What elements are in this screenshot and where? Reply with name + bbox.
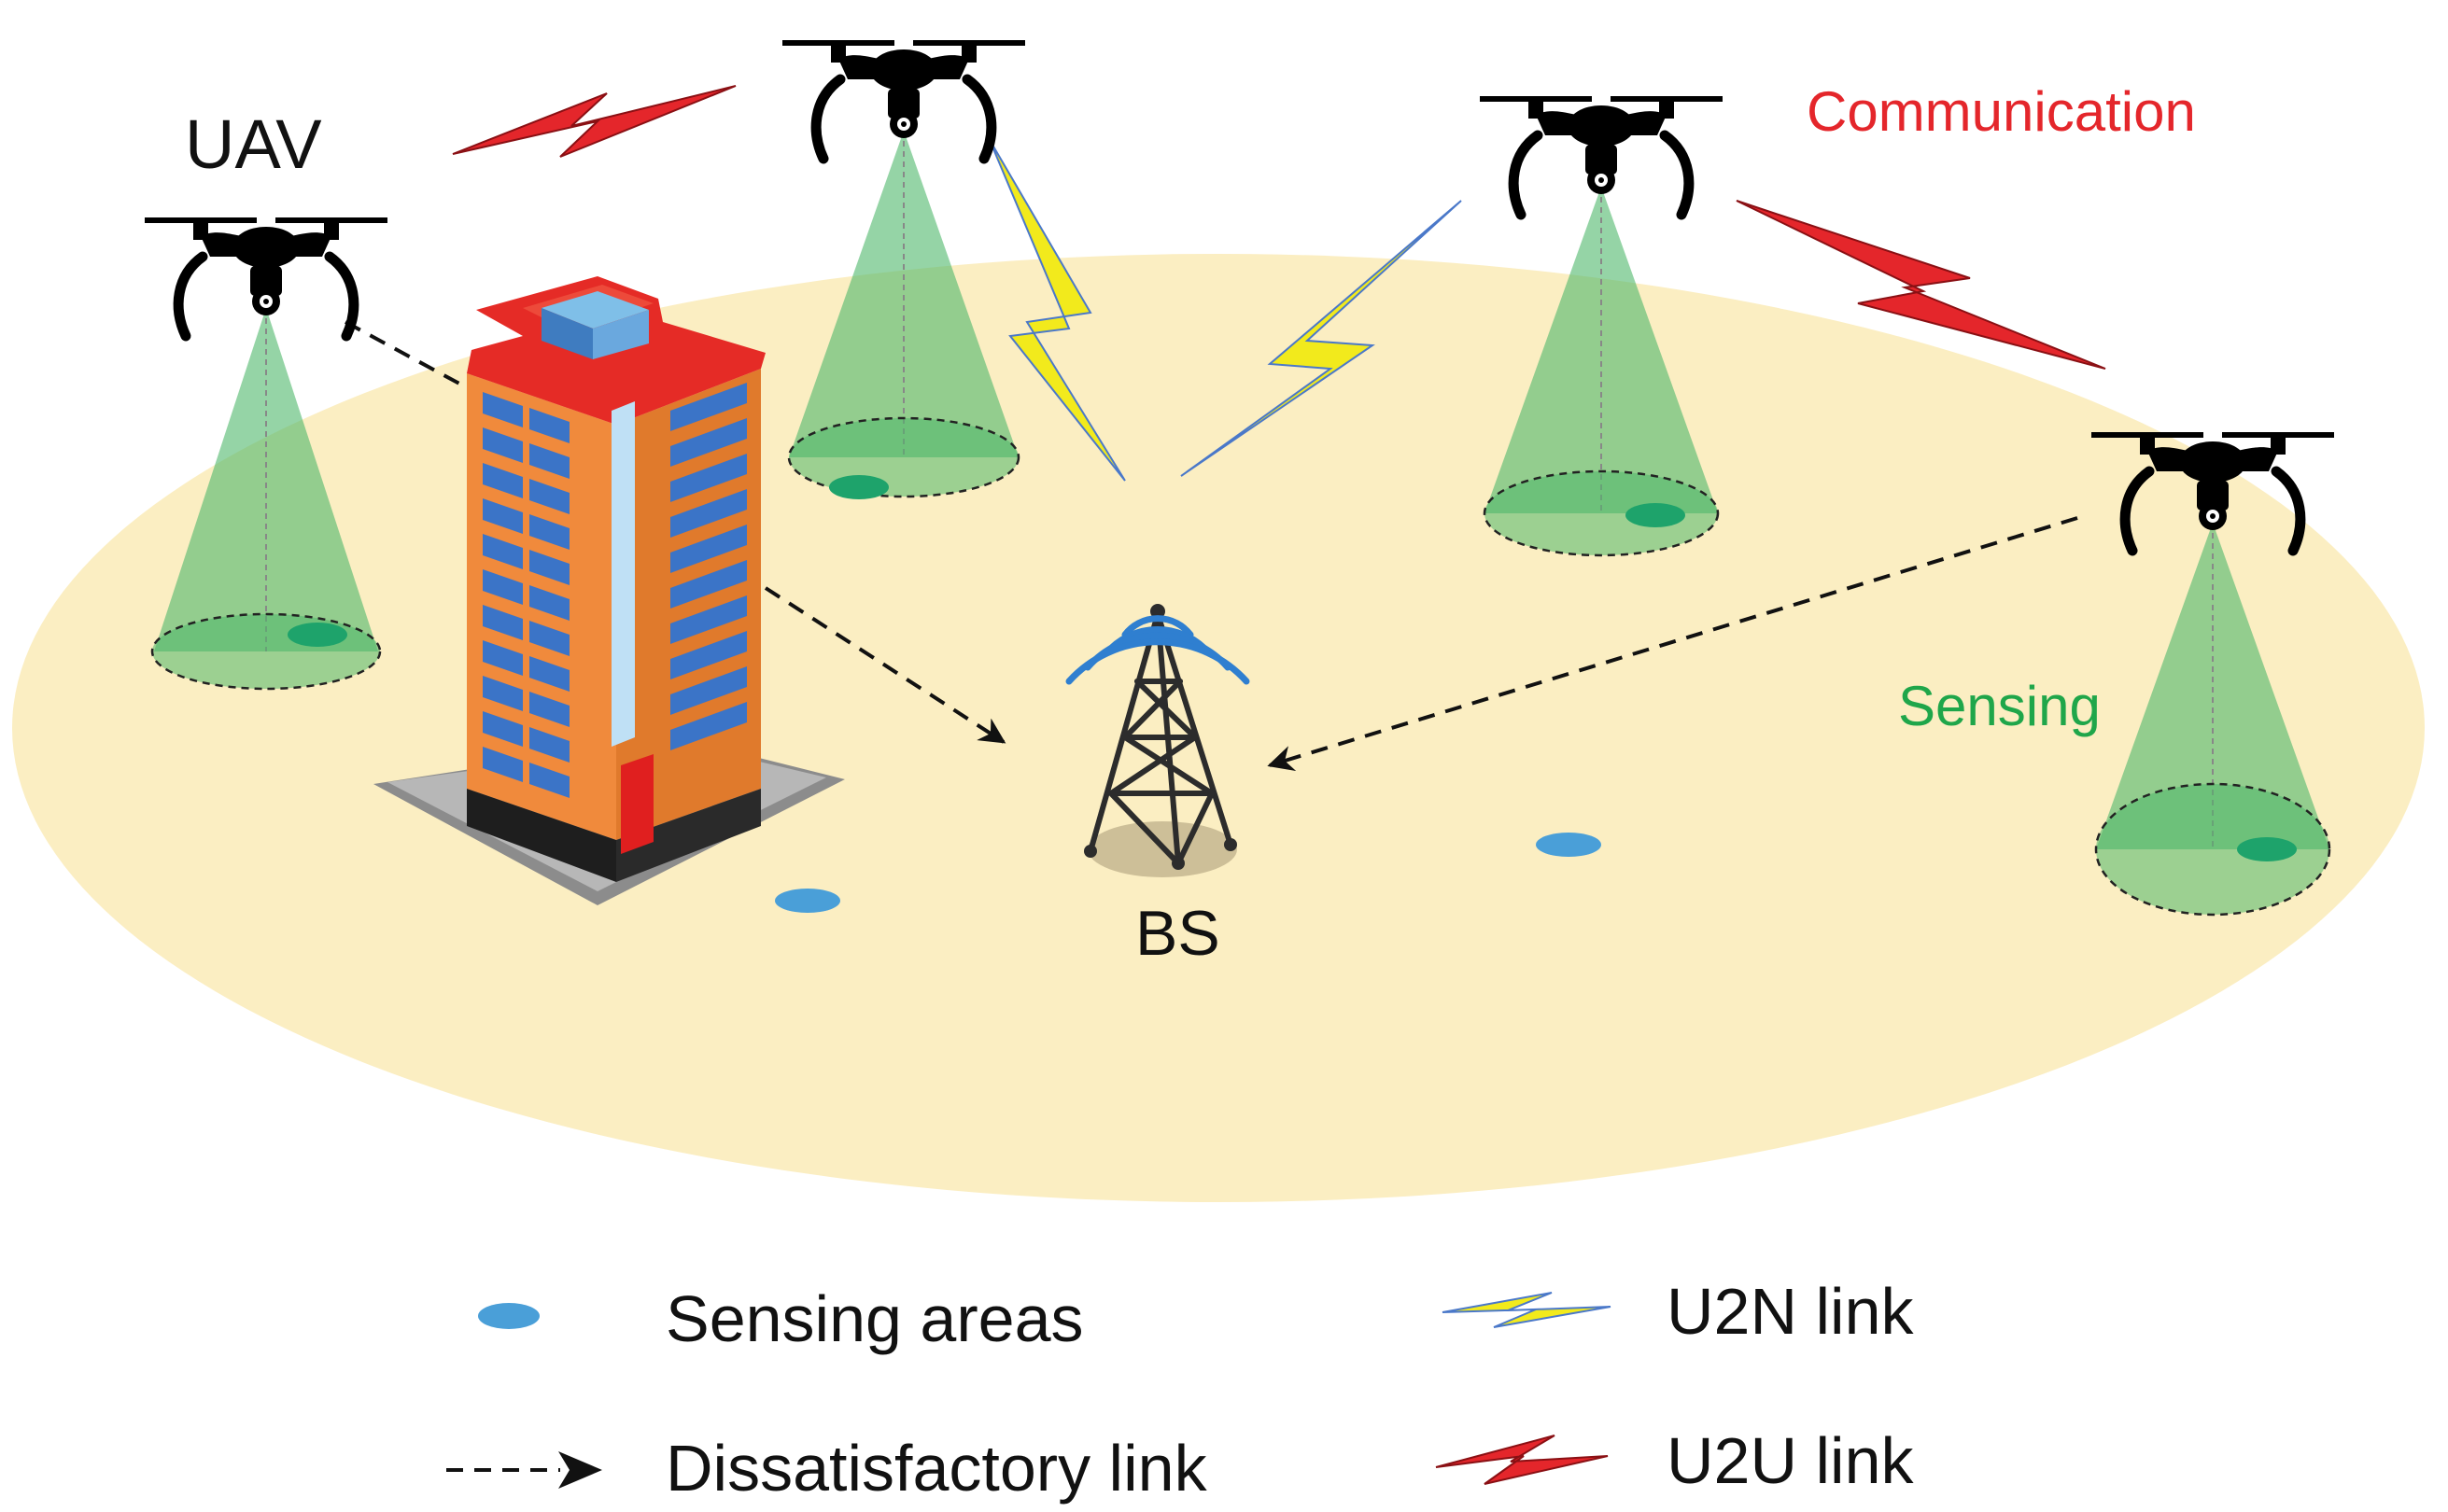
- sensing-beam: [1483, 187, 1720, 557]
- legend-u2u-link-label: U2U link: [1667, 1424, 1914, 1497]
- legend-u2n-link-label: U2N link: [1667, 1275, 1914, 1348]
- uav-label: UAV: [185, 105, 322, 183]
- legend-u2u-link-icon: [1435, 1435, 1609, 1485]
- bs-label: BS: [1135, 898, 1220, 969]
- dissatisfactory-link: [764, 586, 1006, 744]
- u2n-link: [989, 139, 1462, 482]
- sensing-beam: [150, 308, 382, 691]
- legend-u2n-link-icon: [1442, 1292, 1611, 1328]
- sensing-area: [1536, 833, 1601, 857]
- building-icon: [373, 276, 845, 905]
- communication-label: Communication: [1807, 80, 2196, 143]
- sensing-label: Sensing: [1898, 675, 2101, 737]
- legend-sensing-areas-label: Sensing areas: [666, 1282, 1084, 1355]
- u2u-link: [452, 85, 2106, 370]
- sensing-beam: [2094, 523, 2331, 917]
- legend-dissatisfactory-link-label: Dissatisfactory link: [666, 1432, 1207, 1505]
- legend-arrowhead-icon: [558, 1451, 602, 1489]
- signal-waves-icon: [1065, 615, 1250, 685]
- sensing-beam: [787, 131, 1020, 499]
- sensing-area: [775, 889, 840, 913]
- legend-sensing-area-icon: [478, 1303, 540, 1329]
- dissatisfactory-link: [345, 320, 472, 392]
- base-station-tower-icon: [1084, 604, 1237, 877]
- dissatisfactory-link: [1267, 516, 2078, 772]
